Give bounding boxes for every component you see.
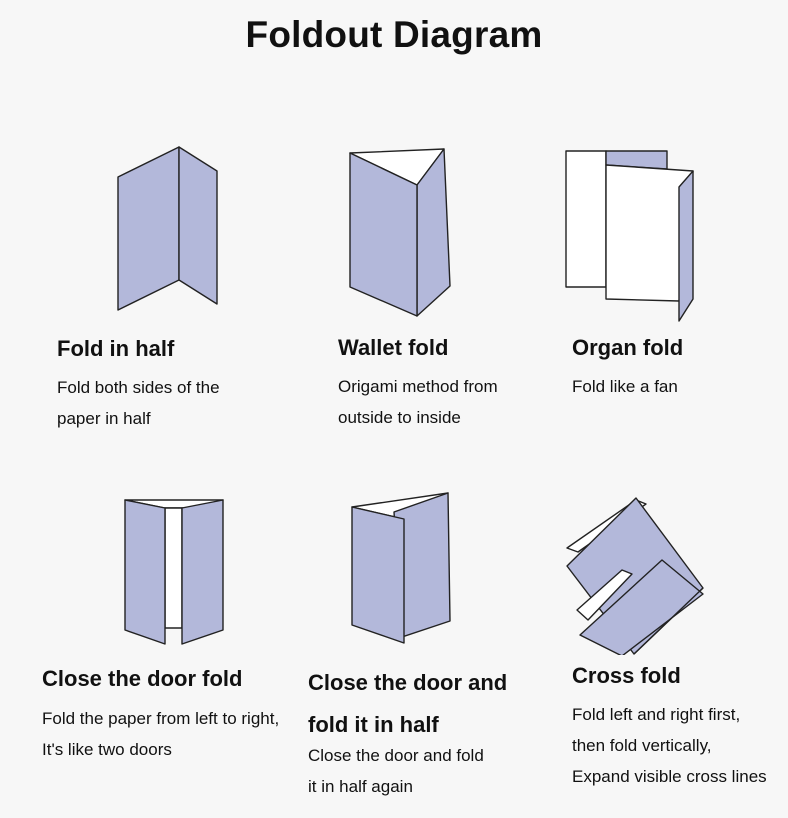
bottom-square — [579, 559, 704, 655]
page-title: Foldout Diagram — [245, 14, 543, 55]
back-white-sheet-bottom — [576, 569, 633, 621]
organ-fold-heading: Organ fold — [572, 335, 684, 360]
cross-fold-illustration — [566, 497, 704, 655]
close-the-door-and-fold-in-half-illustration — [351, 492, 451, 644]
fold-line — [633, 587, 704, 655]
fold-in-half-illustration — [117, 146, 218, 311]
front-panel — [351, 506, 405, 644]
close-the-door-and-fold-description: Close the door and fold it in half again — [308, 746, 484, 796]
wallet-fold-description: Origami method from outside to inside — [338, 377, 498, 427]
organ-fold-illustration — [565, 150, 694, 322]
organ-fold-description: Fold like a fan — [572, 377, 678, 396]
close-the-door-fold-illustration — [124, 499, 224, 645]
right-door — [181, 499, 224, 645]
wallet-fold-heading: Wallet fold — [338, 335, 449, 360]
close-the-door-and-fold-heading: Close the door and fold it in half — [308, 670, 508, 737]
wallet-fold-illustration — [349, 148, 451, 317]
left-white-panel — [565, 150, 607, 288]
center-gap — [164, 507, 183, 629]
cross-fold-description: Fold left and right first, then fold ver… — [572, 705, 767, 786]
front-panel — [349, 152, 418, 317]
right-panel — [178, 146, 218, 305]
right-blue-panel — [678, 170, 694, 322]
left-panel — [117, 146, 180, 311]
cross-fold-heading: Cross fold — [572, 663, 681, 688]
close-the-door-fold-heading: Close the door fold — [42, 666, 243, 691]
fold-in-half-description: Fold both sides of the paper in half — [57, 378, 220, 428]
close-the-door-fold-description: Fold the paper from left to right, It's … — [42, 709, 280, 759]
left-door — [124, 499, 166, 645]
fold-in-half-heading: Fold in half — [57, 336, 175, 361]
